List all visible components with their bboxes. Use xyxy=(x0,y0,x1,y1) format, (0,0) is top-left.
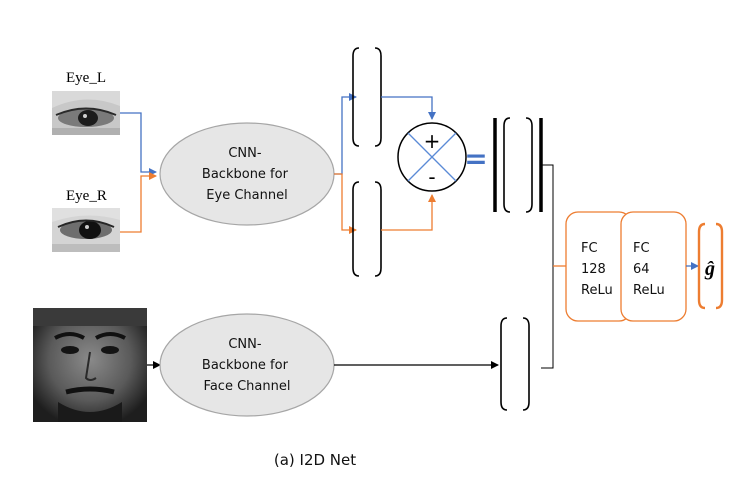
eye-feature-right-connector xyxy=(334,173,357,234)
minus-sign: - xyxy=(428,165,435,189)
equals-sign: = xyxy=(464,142,487,175)
face-backbone-line-3: Face Channel xyxy=(204,379,291,394)
fc-64-line-2: 64 xyxy=(633,262,650,277)
fc-64-label: FC 64 ReLu xyxy=(633,241,665,298)
plus-sign: + xyxy=(424,129,441,153)
eye-backbone-line-3: Eye Channel xyxy=(206,188,287,203)
eye-right-connector xyxy=(120,172,157,233)
face-backbone-label: CNN- Backbone for Face Channel xyxy=(202,337,292,394)
eye-left-label: Eye_L xyxy=(66,70,106,86)
figure-caption: (a) I2D Net xyxy=(274,451,356,469)
face-backbone-line-1: CNN- xyxy=(228,337,262,352)
output-gaze-symbol: ĝ xyxy=(704,258,715,280)
fc-128-line-3: ReLu xyxy=(581,283,613,298)
face-backbone-line-2: Backbone for xyxy=(202,358,289,373)
eye-right-image xyxy=(52,208,120,252)
fc-128-label: FC 128 ReLu xyxy=(581,241,613,298)
output-vector xyxy=(697,222,724,310)
fc-128-line-1: FC xyxy=(581,241,598,256)
face-feature-vector xyxy=(500,317,530,411)
eye-left-connector xyxy=(120,112,157,176)
difference-operator xyxy=(397,122,467,192)
eye-backbone-line-2: Backbone for xyxy=(202,167,289,182)
merge-connector xyxy=(541,164,554,369)
fc-64-line-3: ReLu xyxy=(633,283,665,298)
difference-feature-vector xyxy=(493,117,543,213)
vector-left-to-op xyxy=(381,96,436,120)
vector-right-to-op xyxy=(381,194,436,231)
eye-right-label: Eye_R xyxy=(66,188,107,204)
eye-backbone-label: CNN- Backbone for Eye Channel xyxy=(202,146,292,203)
eye-backbone-line-1: CNN- xyxy=(228,146,262,161)
eye-left-image xyxy=(52,91,120,135)
face-image xyxy=(33,308,147,422)
eye-left-feature-vector xyxy=(352,47,382,147)
eye-right-feature-vector xyxy=(352,181,382,277)
fc-128-line-2: 128 xyxy=(581,262,606,277)
fc-64-line-1: FC xyxy=(633,241,650,256)
